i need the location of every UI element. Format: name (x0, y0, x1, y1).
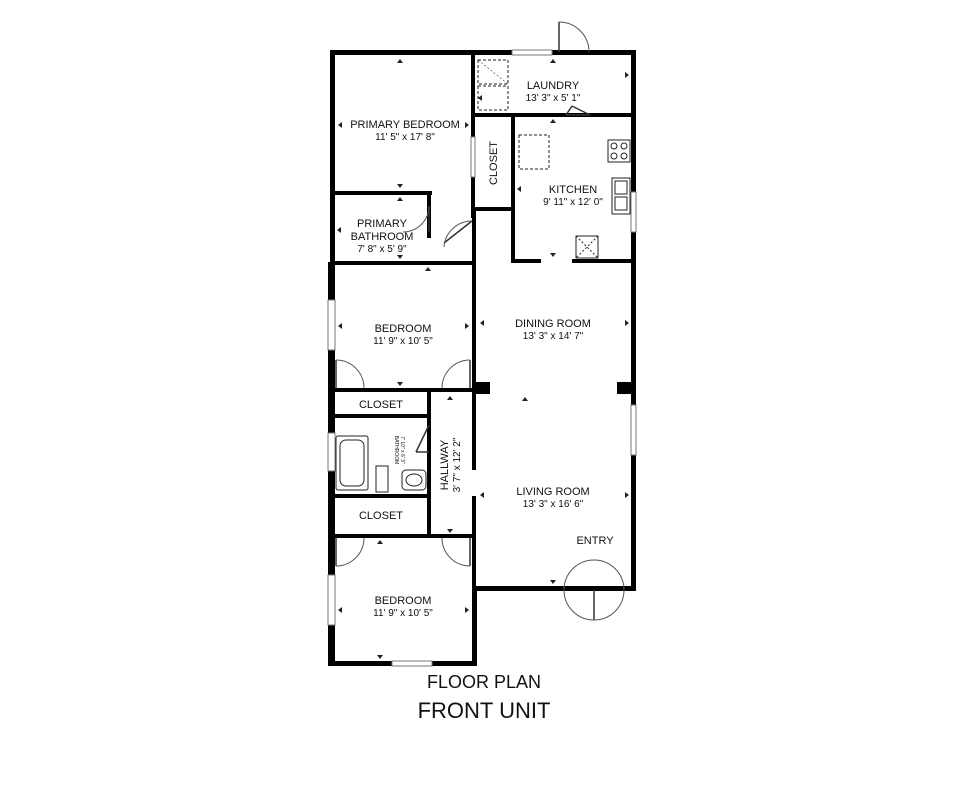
hallway-label: HALLWAY (439, 439, 451, 490)
dimension-ticks (337, 59, 629, 659)
toilet-icon (401, 469, 427, 491)
bathroom-door[interactable] (415, 424, 430, 453)
primary-bedroom-dim: 11' 5" x 17' 8" (375, 132, 435, 143)
bathroom-label: BATHROOM (393, 436, 399, 465)
bathtub-icon (335, 435, 369, 491)
fixtures (335, 59, 631, 493)
window-kitchen (630, 191, 637, 233)
closet-2-label: CLOSET (359, 510, 403, 522)
window-living-room (630, 404, 637, 456)
dining-room-label: DINING ROOM (515, 318, 591, 330)
window-bedroom-1 (327, 299, 336, 351)
kitchen-sink-icon (611, 177, 631, 215)
hallway-dim: 3' 7" x 12' 2" (452, 437, 463, 492)
kitchen-island-icon (518, 134, 550, 170)
vanity-icon (375, 465, 389, 493)
bedroom-2-closet-door[interactable] (335, 537, 365, 567)
interior-walls (332, 53, 634, 590)
window-laundry (511, 49, 553, 56)
living-room-dim: 13' 3" x 16' 6" (523, 499, 584, 510)
bedroom-2-door[interactable] (441, 537, 471, 567)
room-labels: LAUNDRY 13' 3" x 5' 1" PRIMARY BEDROOM 1… (350, 80, 614, 619)
dryer-icon (477, 85, 509, 111)
bedroom-1-dim: 11' 9" x 10' 5" (373, 336, 433, 347)
window-primary-bedroom (470, 136, 476, 178)
laundry-label: LAUNDRY (527, 80, 580, 92)
window-bedroom-2-bottom (391, 660, 433, 667)
laundry-dim: 13' 3" x 5' 1" (526, 93, 581, 104)
kitchen-label: KITCHEN (549, 184, 597, 196)
primary-bathroom-label-1: PRIMARY (357, 218, 408, 230)
laundry-exterior-door[interactable] (558, 21, 590, 53)
bedroom-2-dim: 11' 9" x 10' 5" (373, 608, 433, 619)
closet-primary-label: CLOSET (488, 141, 500, 185)
primary-bedroom-door[interactable] (443, 220, 473, 248)
primary-bedroom-label: PRIMARY BEDROOM (350, 119, 460, 131)
window-bedroom-2 (327, 574, 336, 626)
unit-title: FRONT UNIT (417, 698, 551, 723)
bedroom-1-label: BEDROOM (375, 323, 432, 335)
living-room-label: LIVING ROOM (516, 486, 589, 498)
dishwasher-icon (575, 235, 599, 259)
floor-plan-title: FLOOR PLAN (426, 672, 542, 692)
entry-door[interactable] (563, 559, 625, 621)
dining-room-dim: 13' 3" x 14' 7" (523, 331, 584, 342)
bedroom-1-closet-door[interactable] (335, 359, 365, 389)
closet-1-label: CLOSET (359, 399, 403, 411)
window-bathroom (327, 432, 336, 472)
bedroom-2-label: BEDROOM (375, 595, 432, 607)
bathroom-dim: 7' 10" x 6' 3" (399, 436, 405, 464)
kitchen-dim: 9' 11" x 12' 0" (543, 197, 603, 208)
windows (327, 49, 637, 667)
primary-bathroom-label-2: BATHROOM (351, 231, 414, 243)
primary-bath-door[interactable] (402, 205, 430, 233)
laundry-kitchen-door[interactable] (565, 105, 591, 116)
washer-icon (477, 59, 509, 85)
stove-icon (607, 139, 631, 163)
doors (335, 21, 625, 621)
bedroom-1-door[interactable] (441, 359, 471, 389)
entry-label: ENTRY (576, 535, 614, 547)
primary-bathroom-dim: 7' 8" x 5' 9" (357, 244, 407, 255)
